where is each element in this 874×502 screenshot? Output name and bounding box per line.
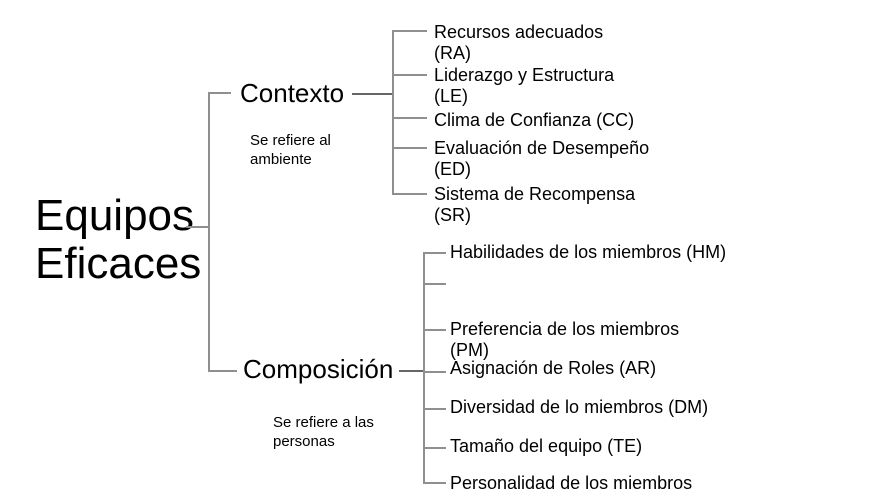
tick-line bbox=[423, 252, 446, 254]
leaf-item-evaluacion-desempeno: Evaluación de Desempeño (ED) bbox=[434, 138, 650, 179]
contexto-note: Se refiere al ambiente bbox=[250, 132, 331, 168]
leaf-item-asignacion-roles: Asignación de Roles (AR) bbox=[450, 358, 657, 378]
tick-line bbox=[392, 147, 427, 149]
composicion-feed-line bbox=[399, 370, 424, 372]
leaf-item-preferencia-miembros: Preferencia de los miembros (PM) bbox=[450, 319, 680, 360]
tick-line bbox=[392, 74, 427, 76]
contexto-elbow-line bbox=[208, 92, 231, 94]
tick-line bbox=[423, 482, 446, 484]
root-connector-line bbox=[186, 226, 209, 228]
composicion-bracket-vertical-line bbox=[423, 252, 425, 483]
tick-line bbox=[423, 329, 446, 331]
contexto-feed-line bbox=[352, 93, 393, 95]
branch-label-composicion: Composición bbox=[243, 354, 394, 384]
root-node-label: Equipos Eficaces bbox=[35, 191, 202, 288]
main-bracket-vertical-line bbox=[208, 92, 210, 372]
tick-line bbox=[392, 117, 427, 119]
leaf-item-liderazgo-estructura: Liderazgo y Estructura (LE) bbox=[434, 65, 615, 106]
leaf-item-clima-confianza: Clima de Confianza (CC) bbox=[434, 110, 635, 130]
contexto-bracket-vertical-line bbox=[392, 30, 394, 194]
tick-line bbox=[423, 408, 446, 410]
leaf-item-sistema-recompensa: Sistema de Recompensa (SR) bbox=[434, 184, 636, 225]
tick-line bbox=[392, 193, 427, 195]
leaf-item-personalidad-miembros: Personalidad de los miembros bbox=[450, 473, 693, 493]
tick-line bbox=[423, 371, 446, 373]
tick-line bbox=[423, 447, 446, 449]
leaf-item-recursos-adecuados: Recursos adecuados (RA) bbox=[434, 22, 604, 63]
leaf-item-habilidades-miembros: Habilidades de los miembros (HM) bbox=[450, 242, 727, 262]
branch-label-contexto: Contexto bbox=[240, 78, 345, 108]
leaf-item-tamano-equipo: Tamaño del equipo (TE) bbox=[450, 436, 643, 456]
composicion-note: Se refiere a las personas bbox=[273, 414, 374, 450]
tick-line bbox=[392, 30, 427, 32]
composicion-elbow-line bbox=[208, 370, 237, 372]
tick-line bbox=[423, 283, 446, 285]
leaf-item-diversidad-miembros: Diversidad de lo miembros (DM) bbox=[450, 397, 709, 417]
